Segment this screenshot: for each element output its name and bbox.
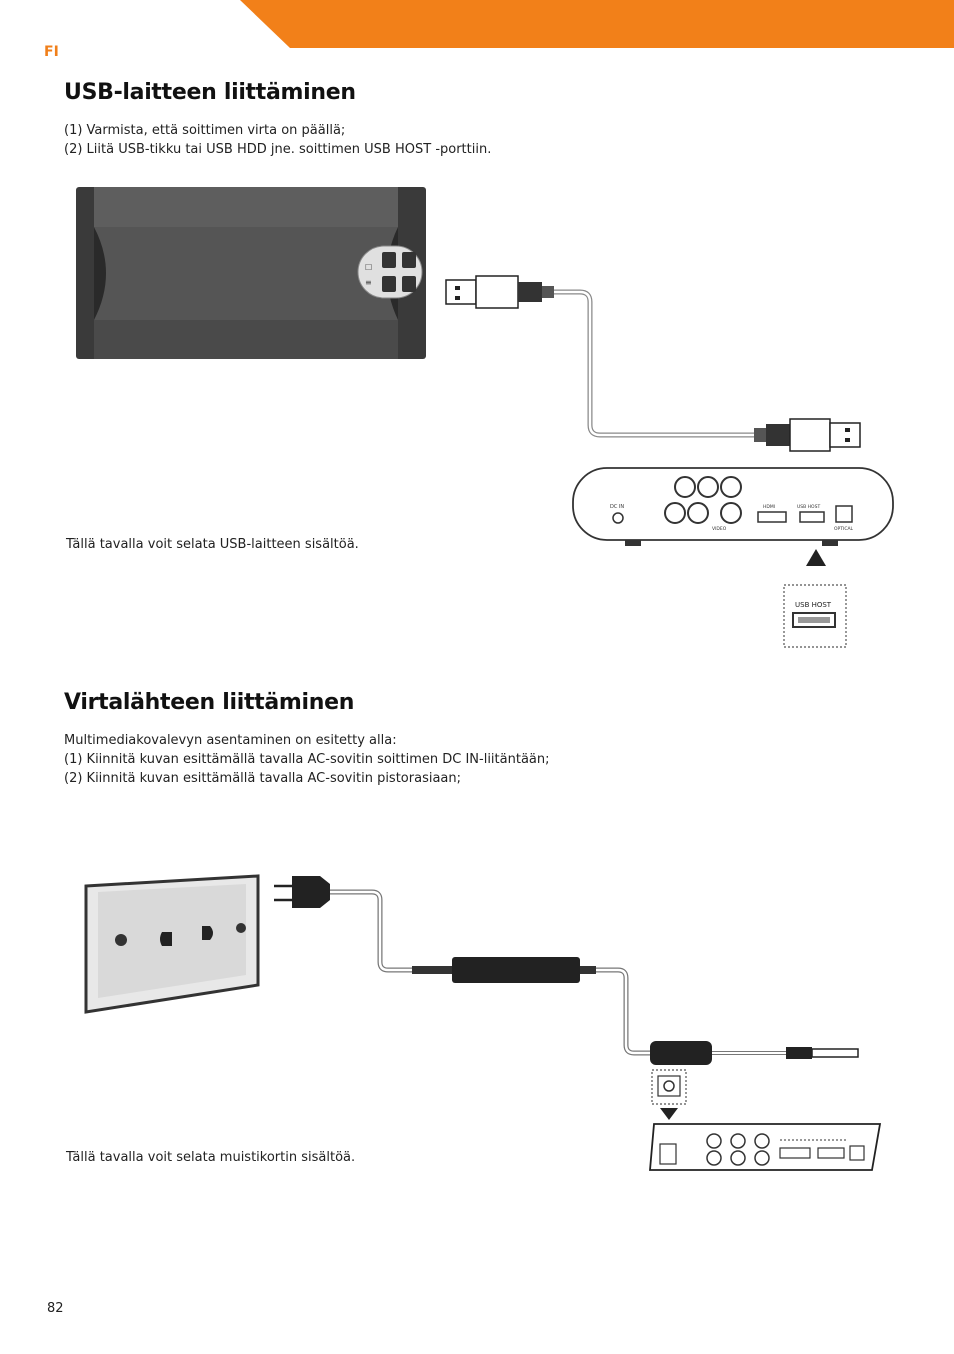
usb-step-1: (1) Varmista, että soittimen virta on pä… — [64, 123, 346, 138]
power-section-title: Virtalähteen liittäminen — [64, 690, 355, 715]
dc-plug — [786, 1047, 812, 1059]
callout-label: USB HOST — [795, 601, 832, 609]
usb-step-2: (2) Liitä USB-tikku tai USB HDD jne. soi… — [64, 142, 492, 157]
svg-text:≡: ≡ — [365, 278, 372, 287]
usb-host-port-label: USB HOST — [797, 504, 820, 510]
callout-arrow-down-icon — [660, 1108, 678, 1120]
power-caption: Tällä tavalla voit selata muistikortin s… — [66, 1150, 356, 1165]
power-step-2: (2) Kiinnitä kuvan esittämällä tavalla A… — [64, 771, 462, 786]
ferrite-core — [650, 1041, 712, 1065]
usb-caption: Tällä tavalla voit selata USB-laitteen s… — [66, 537, 359, 552]
power-intro: Multimediakovalevyn asentaminen on esite… — [64, 733, 397, 748]
callout-arrow-icon — [806, 549, 826, 566]
usb-plug-top — [445, 275, 554, 309]
dc-in-label: DC IN — [610, 504, 624, 510]
wall-socket — [84, 874, 260, 1014]
page-number: 82 — [47, 1301, 64, 1316]
optical-label: OPTICAL — [834, 526, 854, 532]
language-code: FI — [44, 44, 59, 60]
ac-adapter — [452, 957, 580, 983]
usb-plug-bottom — [754, 418, 861, 452]
hdmi-label: HDMI — [763, 504, 775, 510]
power-plug — [274, 876, 330, 908]
header-banner — [240, 0, 954, 48]
video-label: VIDEO — [712, 526, 727, 532]
media-player-back-view — [649, 1123, 882, 1171]
svg-text:☐: ☐ — [365, 263, 372, 272]
power-steps: Multimediakovalevyn asentaminen on esite… — [64, 731, 550, 788]
media-player-rear-panel: DC IN VIDEO HDMI USB HOST OPTICAL — [572, 467, 894, 546]
usb-section-title: USB-laitteen liittäminen — [64, 80, 356, 105]
usb-connection-figure: ☐ ≡ DC IN VIDEO HDMI USB — [76, 187, 894, 648]
power-step-1: (1) Kiinnitä kuvan esittämällä tavalla A… — [64, 752, 550, 767]
external-hdd-drive: ☐ ≡ — [76, 187, 426, 359]
usb-steps: (1) Varmista, että soittimen virta on pä… — [64, 121, 491, 159]
usb-host-callout: USB HOST — [783, 584, 847, 648]
